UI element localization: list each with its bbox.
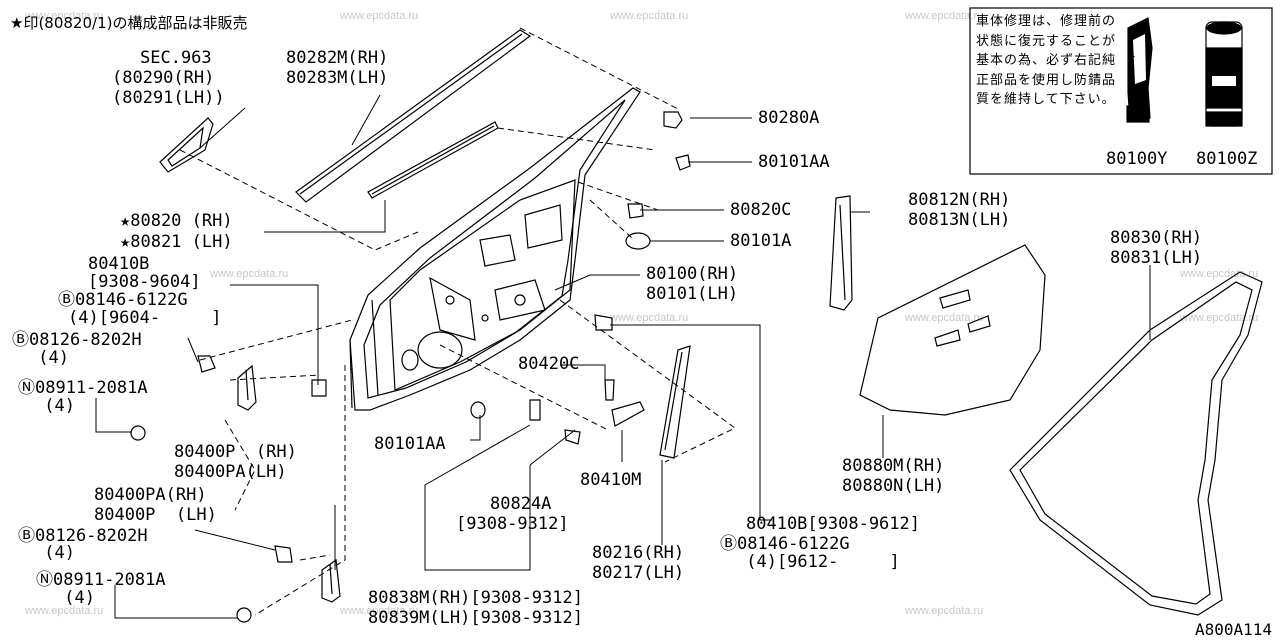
label-08911-b-qty: (4) xyxy=(54,588,95,608)
label-80824a: 80824A xyxy=(490,494,552,514)
label-80280a: 80280A xyxy=(758,108,820,128)
label-80830: 80830(RH) xyxy=(1110,228,1203,248)
watermark: www.epcdata.ru xyxy=(905,312,984,324)
label-08126-b-qty: (4) xyxy=(34,543,75,563)
diagram-code: A800A114 xyxy=(1194,620,1272,639)
label-08126-a-qty: (4) xyxy=(28,348,69,368)
label-80101aa-top: 80101AA xyxy=(758,152,830,172)
label-80820: ★80820 (RH) xyxy=(120,211,233,231)
watermark: www.epcdata.ru xyxy=(340,10,419,22)
label-08911-b: Ⓝ08911-2081A xyxy=(36,570,166,590)
label-80216: 80216(RH) xyxy=(592,543,685,563)
inner-weatherstrip xyxy=(367,121,499,199)
label-80400p-lh: 80400P (LH) xyxy=(94,505,217,525)
tube-product-icon: T xyxy=(1126,17,1153,123)
label-80410b-2: 80410B[9308-9612] xyxy=(746,514,920,534)
watermark: www.epcdata.ru xyxy=(610,312,689,324)
label-sec963: SEC.963 xyxy=(140,48,212,68)
label-80101: 80101(LH) xyxy=(646,284,739,304)
label-80101aa-bottom: 80101AA xyxy=(374,434,446,454)
label-08911-a: Ⓝ08911-2081A xyxy=(18,378,148,398)
door-hinge-lower xyxy=(321,558,341,603)
sash-channel xyxy=(659,345,691,459)
header-note: ★印(80820/1)の構成部品は非販売 xyxy=(10,14,248,32)
sec963-corner-piece xyxy=(159,117,214,173)
watermark: www.epcdata.ru xyxy=(210,268,289,280)
label-80400pa: 80400PA(LH) xyxy=(174,462,287,482)
label-80821: ★80821 (LH) xyxy=(120,232,233,252)
label-80880m: 80880M(RH) xyxy=(842,456,945,476)
label-08126-a: Ⓑ08126-8202H xyxy=(12,330,142,350)
label-80283m: 80283M(LH) xyxy=(286,68,389,88)
door-shell xyxy=(349,87,641,411)
watermark: www.epcdata.ru xyxy=(1180,268,1259,280)
watermark: www.epcdata.ru xyxy=(340,605,419,617)
label-80410b-date: [9308-9604] xyxy=(88,272,201,292)
fastener-parts xyxy=(130,111,691,623)
label-08146-a: Ⓑ08146-6122G xyxy=(58,290,188,310)
label-80824a-date: [9308-9312] xyxy=(456,514,569,534)
watermark: www.epcdata.ru xyxy=(905,605,984,617)
label-80100: 80100(RH) xyxy=(646,264,739,284)
door-hinge-upper xyxy=(237,364,257,411)
label-80420c: 80420C xyxy=(518,354,580,374)
label-08126-b: Ⓑ08126-8202H xyxy=(18,526,148,546)
label-80100z: 80100Z xyxy=(1196,149,1258,169)
watermark: www.epcdata.ru xyxy=(905,10,984,22)
label-80838m: 80838M(RH)[9308-9312] xyxy=(368,588,583,608)
label-80291: (80291(LH)) xyxy=(112,88,225,108)
label-80217: 80217(LH) xyxy=(592,563,685,583)
leader-lines xyxy=(95,27,1151,619)
label-80101a: 80101A xyxy=(730,231,792,251)
label-80282m: 80282M(RH) xyxy=(286,48,389,68)
watermark: www.epcdata.ru xyxy=(1180,312,1259,324)
repair-note-text: 車体修理は、修理前の状態に復元することが基本の為、必ず右記純正部品を使用し防錆品… xyxy=(976,14,1117,107)
label-08146-b: Ⓑ08146-6122G xyxy=(720,534,850,554)
svg-text:T: T xyxy=(1129,55,1135,64)
pillar-seal-strip xyxy=(829,195,853,311)
label-80100y: 80100Y xyxy=(1106,149,1168,169)
label-08911-a-qty: (4) xyxy=(34,396,75,416)
label-80812n: 80812N(RH) xyxy=(908,190,1011,210)
door-trim-panel xyxy=(859,244,1046,416)
label-08146-a-qty: (4)[9604- ] xyxy=(68,308,222,328)
label-80410m: 80410M xyxy=(580,470,642,490)
label-80813n: 80813N(LH) xyxy=(908,210,1011,230)
label-80400pa-rh: 80400PA(RH) xyxy=(94,485,207,505)
label-80410b: 80410B xyxy=(88,254,150,274)
label-80880n: 80880N(LH) xyxy=(842,476,945,496)
note-box-frame xyxy=(969,7,1273,175)
watermark: www.epcdata.ru xyxy=(25,10,104,22)
watermark: www.epcdata.ru xyxy=(25,605,104,617)
outer-moulding-strip xyxy=(295,29,532,203)
label-80839m: 80839M(LH)[9308-9312] xyxy=(368,608,583,628)
label-08146-b-qty: (4)[9612- ] xyxy=(736,552,900,572)
label-80400p: 80400P (RH) xyxy=(174,442,297,462)
label-80290: (80290(RH) xyxy=(112,68,215,88)
door-weatherstrip-ring xyxy=(1009,271,1263,616)
watermark: www.epcdata.ru xyxy=(610,10,689,22)
label-80831: 80831(LH) xyxy=(1110,248,1203,268)
label-80820c: 80820C xyxy=(730,200,792,220)
spray-can-icon xyxy=(1205,21,1243,127)
